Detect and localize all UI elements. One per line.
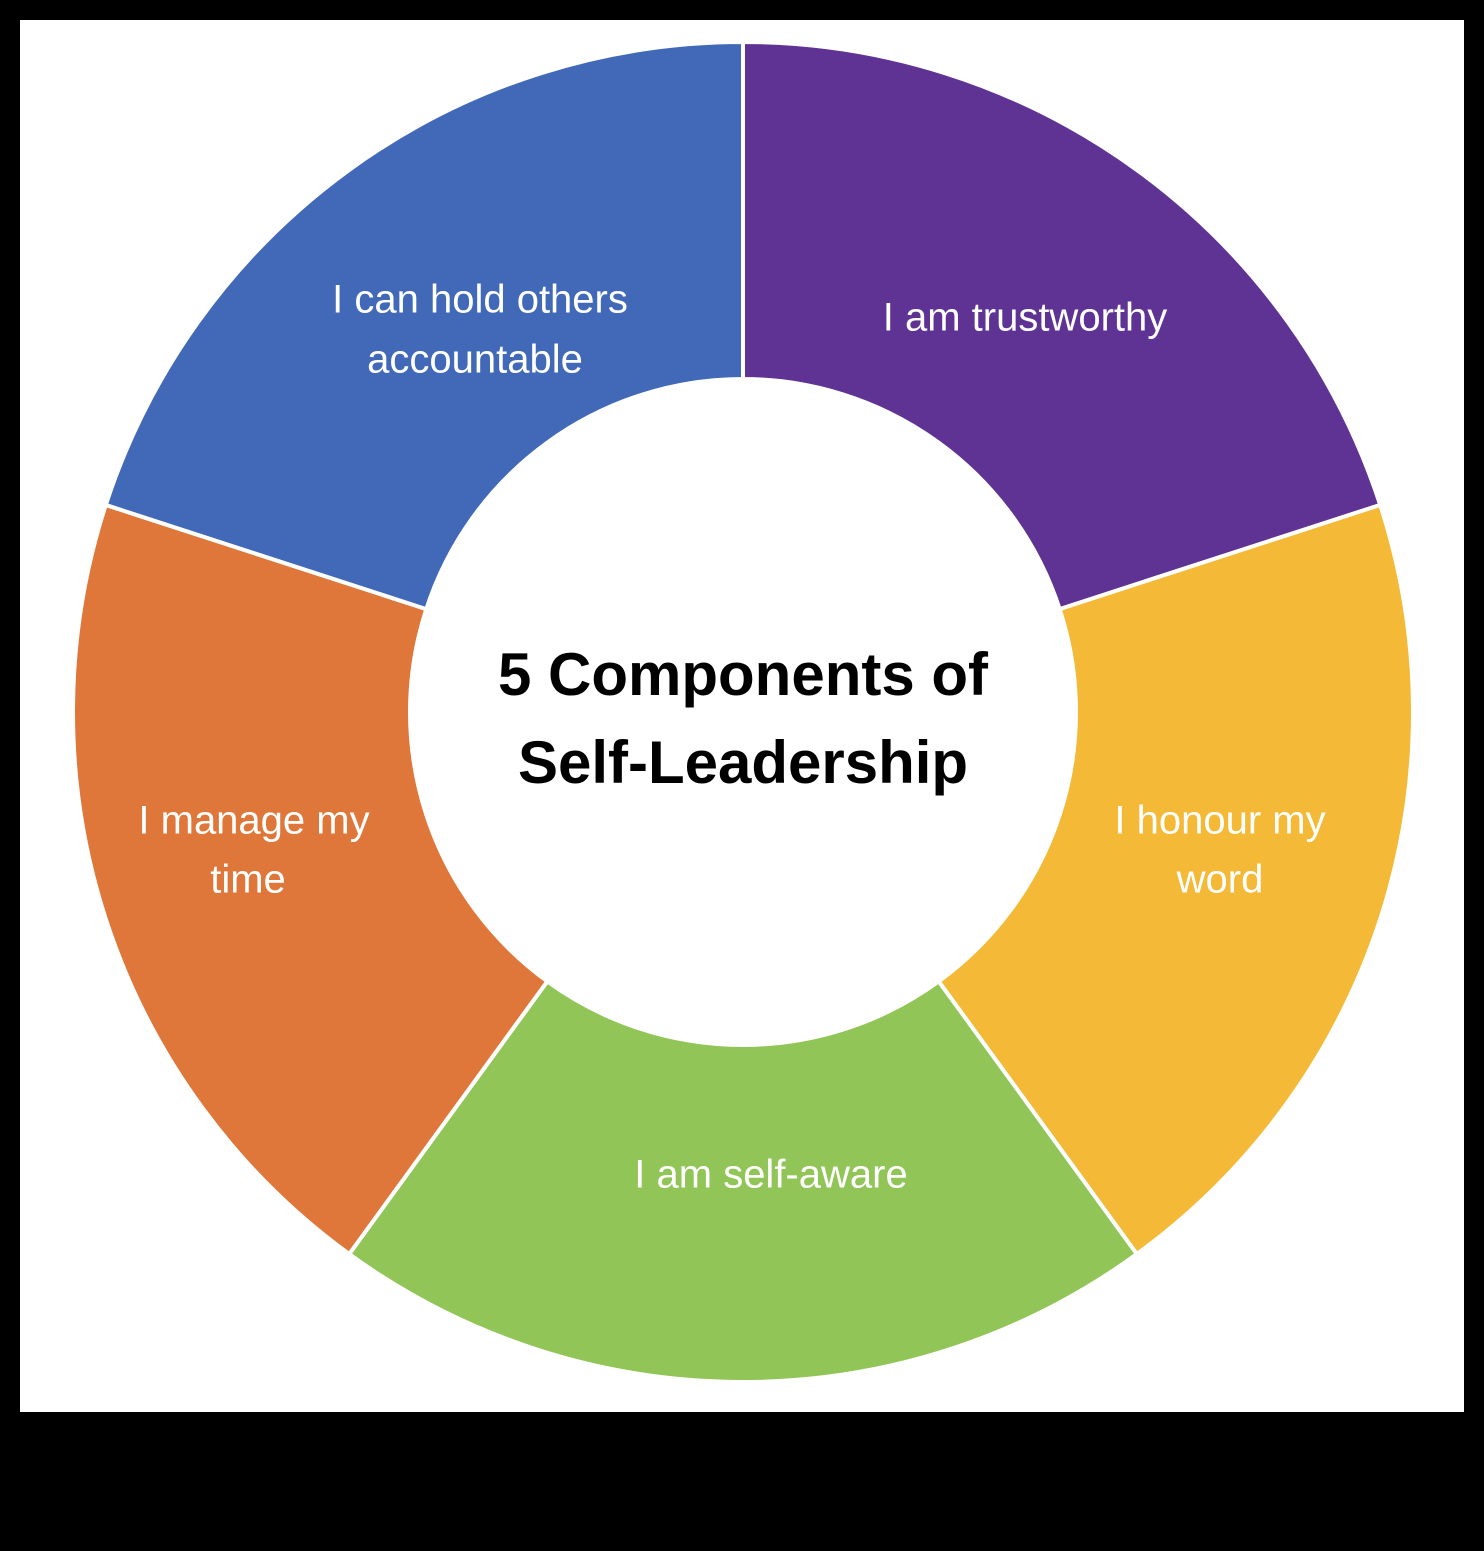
label-trustworthy: I am trustworthy xyxy=(883,296,1168,340)
center-title-line1: 5 Components of xyxy=(498,641,989,708)
segment-trustworthy xyxy=(741,39,1383,612)
label-honour-word-line1: I honour my xyxy=(1114,799,1325,843)
label-hold-accountable-line2: accountable xyxy=(367,338,583,382)
label-hold-accountable-line1: I can hold others xyxy=(332,278,628,322)
segment-honour-word xyxy=(935,502,1416,1257)
segment-manage-time xyxy=(71,502,551,1257)
label-honour-word-line2: word xyxy=(1176,858,1264,902)
label-manage-time-line1: I manage my xyxy=(138,799,369,843)
label-self-aware: I am self-aware xyxy=(634,1153,907,1197)
donut-segments xyxy=(71,39,1416,1384)
segment-self-aware xyxy=(346,978,1140,1384)
label-manage-time-line2: time xyxy=(210,858,286,902)
center-title-line2: Self-Leadership xyxy=(518,729,968,796)
segment-hold-accountable xyxy=(103,39,745,612)
